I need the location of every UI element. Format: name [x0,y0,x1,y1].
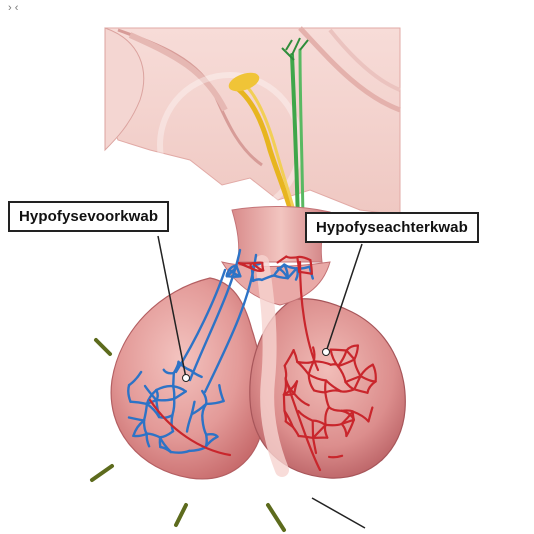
artery-segment [331,350,347,351]
posterior-lobe-label: Hypofyseachterkwab [305,212,479,243]
corner-mark: › ‹ [8,2,18,14]
vein-segment [172,415,173,431]
artery-segment [286,257,297,258]
anterior-lobe-pointer-dot [183,375,190,382]
artery-segment [262,263,263,271]
artery-segment [325,381,326,393]
pointer-line-bottom [312,498,365,528]
anterior-lobe-label: Hypofysevoorkwab [8,201,169,232]
artery-segment [284,395,285,411]
vein-segment [156,390,157,400]
posterior-lobe-pointer-dot [323,349,330,356]
artery-segment [284,394,294,395]
vein-segment [173,386,174,399]
vein-segment [156,399,174,400]
vein-segment [173,373,174,386]
vein-segment [253,279,262,281]
